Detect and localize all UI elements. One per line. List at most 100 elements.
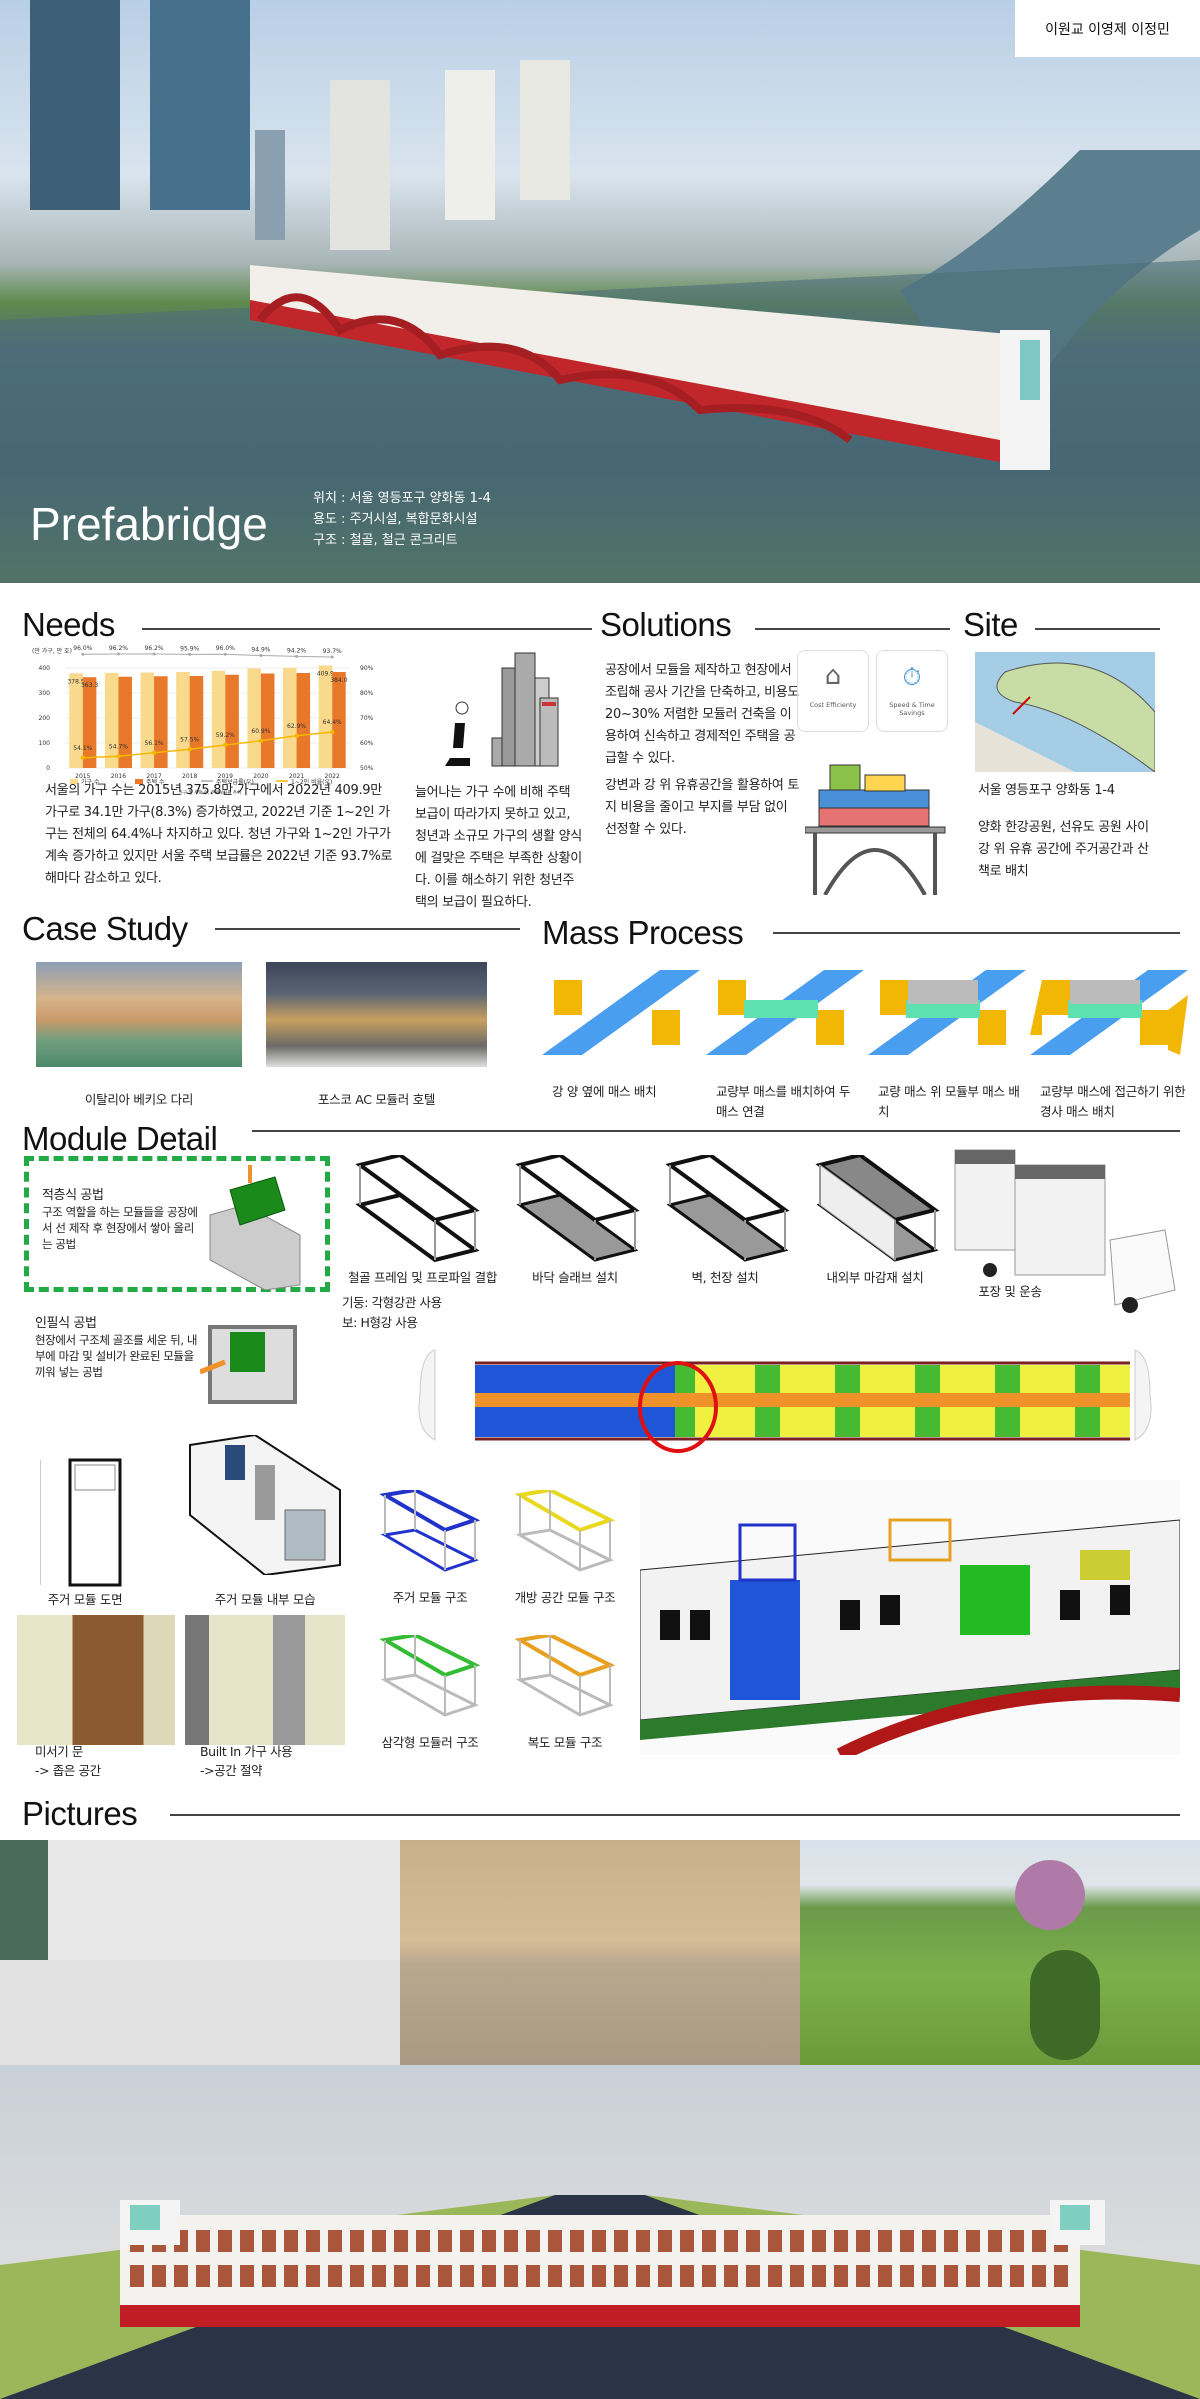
- window: [900, 2230, 914, 2252]
- line-data-label: 64.4%: [323, 719, 342, 726]
- series-point: [259, 654, 263, 658]
- bar-households: [247, 668, 261, 768]
- case-study-divider: [215, 928, 520, 930]
- bar-data-label: 384.0: [330, 677, 347, 684]
- series-point: [330, 655, 334, 659]
- line-data-label: 62.9%: [287, 723, 306, 730]
- module-structure-caption: 주거 모듈 구조: [392, 1590, 468, 1605]
- x-tick-label: 2019: [218, 773, 233, 780]
- module-detail-heading: Module Detail: [22, 1120, 218, 1157]
- module-step-diagram: [515, 1152, 640, 1269]
- line-data-label: 60.9%: [251, 728, 270, 735]
- site-heading: Site: [963, 606, 1018, 643]
- door-caption: 미서기 문 -> 좁은 공간: [35, 1742, 101, 1780]
- window: [196, 2265, 210, 2287]
- beam-note: 보: H형강 사용: [342, 1315, 418, 1330]
- series-point: [152, 652, 156, 656]
- window: [724, 2230, 738, 2252]
- module-step-diagram: [815, 1152, 940, 1269]
- window: [284, 2265, 298, 2287]
- window: [988, 2230, 1002, 2252]
- bar-households: [140, 672, 155, 768]
- stacked-desc: 구조 역할을 하는 모듈들을 공장에서 선 제작 후 현장에서 쌓아 올리는 공…: [42, 1205, 198, 1251]
- case-caption: 이탈리아 베키오 다리: [84, 1092, 194, 1107]
- series-line: [82, 653, 333, 658]
- window: [878, 2230, 892, 2252]
- hero-image: [0, 0, 1200, 583]
- case-caption: 포스코 AC 모듈러 호텔: [317, 1092, 436, 1107]
- kitchen-caption-line: Built In 가구 사용: [200, 1744, 293, 1759]
- bar-houses: [189, 676, 204, 768]
- window: [372, 2230, 386, 2252]
- bar-houses: [260, 673, 275, 768]
- site-text: 양화 한강공원, 선유도 공원 사이 강 위 유휴 공간에 주거공간과 산책로 …: [978, 820, 1149, 879]
- info-use: 용도 : 주거시설, 복합문화시설: [313, 512, 478, 527]
- x-tick-label: 2015: [75, 773, 90, 780]
- series-point: [188, 652, 192, 656]
- x-tick-label: 2017: [146, 773, 161, 780]
- window: [724, 2265, 738, 2287]
- module-structure-caption: 삼각형 모듈러 구조: [381, 1735, 479, 1750]
- line-data-label: 54.1%: [73, 745, 92, 752]
- window: [592, 2230, 606, 2252]
- authors: 이원교 이영제 이정민: [1045, 21, 1170, 38]
- window: [856, 2265, 870, 2287]
- module-detail-divider: [252, 1130, 1180, 1132]
- mass-step-image: [706, 965, 864, 1060]
- window: [768, 2230, 782, 2252]
- needs-text-2: 늘어나는 가구 수에 비해 주택 보급이 따라가지 못하고 있고, 청년과 소규…: [415, 785, 582, 910]
- mass-step-image: [868, 965, 1026, 1060]
- infill-desc: 현장에서 구조체 골조를 세운 뒤, 내부에 마감 및 설비가 완료된 모듈을 …: [35, 1333, 198, 1379]
- window: [350, 2230, 364, 2252]
- sliding-door-photo: [17, 1615, 175, 1745]
- site-divider: [1035, 628, 1160, 630]
- module-step-caption: 포장 및 운송: [978, 1284, 1042, 1299]
- bar-houses: [296, 673, 311, 768]
- window: [834, 2230, 848, 2252]
- speed-card: ⏱ Speed & Time Savings: [876, 650, 948, 732]
- project-info: 위치 : 서울 영등포구 양화동 1-4 용도 : 주거시설, 복합문화시설 구…: [313, 488, 491, 551]
- bar-households: [283, 667, 297, 768]
- window: [218, 2265, 232, 2287]
- window: [856, 2230, 870, 2252]
- door-caption-line: -> 좁은 공간: [35, 1763, 101, 1778]
- module-structure-caption: 복도 모듈 구조: [527, 1735, 603, 1750]
- bridge-plan-diagram: [418, 1349, 1152, 1453]
- mass-diagram: [1030, 970, 1188, 1055]
- bar-houses: [82, 677, 97, 768]
- needs-text-1: 서울의 가구 수는 2015년 375.8만 가구에서 2022년 409.9만…: [45, 783, 393, 886]
- window: [240, 2230, 254, 2252]
- y-axis-label: (만 가구, 만 호): [32, 647, 72, 655]
- line-data-label: 95.9%: [180, 645, 199, 652]
- window: [372, 2265, 386, 2287]
- pictures-divider: [170, 1814, 1180, 1816]
- line-data-label: 96.2%: [109, 645, 128, 652]
- cafe-render: [0, 1840, 400, 2065]
- window: [658, 2230, 672, 2252]
- bar-data-label: 378.5: [67, 678, 84, 685]
- window: [812, 2230, 826, 2252]
- stacked-method-box: [24, 1156, 330, 1292]
- bar-houses: [332, 672, 346, 768]
- window: [328, 2230, 342, 2252]
- module-structure-caption: 개방 공간 모듈 구조: [514, 1590, 616, 1605]
- kitchen-caption-line: ->공간 절약: [200, 1763, 263, 1778]
- window: [328, 2265, 342, 2287]
- housing-shortage-illustration: [445, 652, 559, 767]
- x-tick-label: 2020: [253, 773, 268, 780]
- plan-caption: 주거 모듈 도면: [47, 1592, 123, 1607]
- window: [592, 2265, 606, 2287]
- mass-step-image: [542, 965, 700, 1060]
- window: [416, 2265, 430, 2287]
- window: [306, 2265, 320, 2287]
- module-step-caption: 바닥 슬래브 설치: [532, 1270, 618, 1285]
- series-point: [81, 652, 85, 656]
- window: [284, 2230, 298, 2252]
- window: [130, 2265, 144, 2287]
- case-study-heading: Case Study: [22, 910, 188, 947]
- site-map: [975, 652, 1155, 772]
- y-tick-label: 0: [46, 765, 50, 772]
- window: [482, 2265, 496, 2287]
- posco-hotel-photo: [266, 962, 487, 1067]
- window: [152, 2265, 166, 2287]
